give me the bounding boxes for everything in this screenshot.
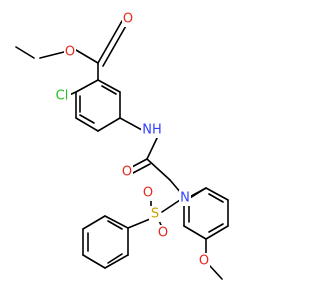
bond-ring-b-4	[82, 254, 106, 269]
atom-o-amide: O	[121, 164, 133, 180]
atom-s-text: S	[151, 207, 159, 222]
atom-o-ester-ether-text: O	[65, 45, 75, 60]
bond-ring-c-4	[183, 225, 207, 240]
bond-ring-a-4	[75, 117, 99, 132]
bond-ring-c-inner-1	[208, 193, 224, 203]
atom-o-sulfonyl-1: O	[142, 185, 154, 201]
bond-s-phenyl	[127, 218, 151, 229]
bond-ring-nh	[119, 117, 143, 131]
atom-s: S	[149, 206, 161, 222]
atom-o-ester-carbonyl: O	[122, 11, 134, 27]
bond-methyl-o	[15, 46, 35, 59]
bond-ring-c-1	[205, 187, 229, 201]
bond-ring-b-1	[104, 215, 129, 229]
bond-n-s	[161, 199, 181, 213]
atom-cl: Cl	[53, 88, 71, 104]
atom-o-ester-ether: O	[64, 44, 76, 60]
bond-c-o-double-a	[97, 20, 123, 64]
bond-ring-a-inner-1	[101, 85, 117, 95]
atom-o-ester-carbonyl-text: O	[123, 12, 133, 27]
bond-ring-a-inner-2	[79, 114, 95, 124]
bond-ring-c-3	[205, 225, 229, 240]
bond-c-ch2	[146, 158, 171, 181]
bond-ring-b-inner-3	[107, 253, 123, 264]
bond-o-ch3	[39, 51, 65, 59]
bond-o-carbonyl-c	[75, 49, 99, 64]
atom-o-sulfonyl-2-text: O	[158, 226, 168, 241]
atom-o-sulfonyl-2: O	[157, 225, 169, 241]
bond-ring-a-1	[97, 79, 121, 93]
atom-nh-text: NH	[142, 123, 162, 138]
atom-o-methoxy-text: O	[199, 254, 209, 269]
atom-cl-text: Cl	[56, 89, 69, 104]
atom-o-methoxy: O	[198, 253, 210, 269]
atom-o-amide-text: O	[122, 165, 132, 180]
bond-ring-b-inner-1	[107, 220, 123, 230]
atom-labels: O O Cl NH O N S O	[53, 11, 210, 269]
bond-ring-b-5	[104, 254, 129, 269]
bond-c-o-amide-b	[132, 163, 151, 174]
atom-o-sulfonyl-1-text: O	[143, 186, 153, 201]
bond-o-methyl	[209, 265, 223, 280]
bonds	[15, 20, 229, 280]
bond-ring-c-inner-2	[208, 223, 224, 233]
atom-n-sulfonamide: N	[179, 190, 191, 206]
bond-ring-b-2	[82, 215, 106, 230]
atom-n-sulfonamide-text: N	[180, 191, 190, 206]
bond-ring-a-3	[97, 117, 121, 132]
atom-nh: NH	[141, 122, 163, 138]
bond-c-o-double-b	[102, 23, 128, 67]
bond-ring-a-6	[75, 79, 99, 93]
molecule-structure: O O Cl NH O N S O	[15, 11, 229, 280]
bond-nh-c	[146, 135, 159, 160]
